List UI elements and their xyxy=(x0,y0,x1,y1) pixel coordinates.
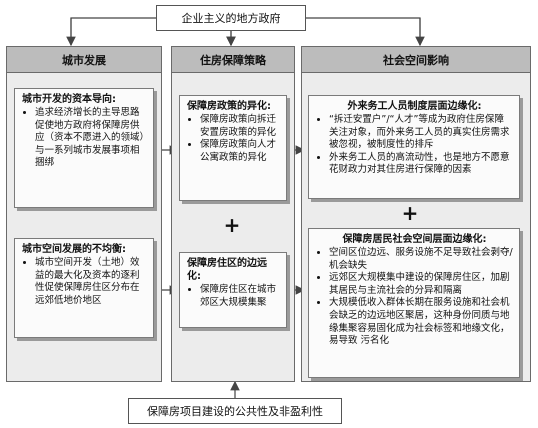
plus-sign-middle: + xyxy=(223,213,241,237)
left-box2-title: 城市空间发展的不均衡: xyxy=(22,244,126,255)
middle-box-policy-alienation: 保障房政策的异化: 保障房政策向拆迁安置房政策的异化 保障房政策向人才公寓政策的… xyxy=(179,95,287,201)
list-item: 保障房政策向拆迁安置房政策的异化 xyxy=(200,114,280,139)
bottom-box-label: 保障房项目建设的公共性及非盈利性 xyxy=(147,405,323,418)
right-box2-list: 空间区位边远、服务设施不足导致社会剥夺/机会缺失 远郊区大规模集中建设的保障房住… xyxy=(316,247,513,348)
right-box-institutional-marginalization: 外来务工人员制度层面边缘化: “拆迁安置户”/“人才”等成为政府住房保障关注对象… xyxy=(308,95,520,199)
right-box-socio-spatial-marginalization: 保障房居民社会空间层面边缘化: 空间区位边远、服务设施不足导致社会剥夺/机会缺失… xyxy=(308,228,520,378)
list-item: 大规模低收入群体长期在服务设施和社会机会缺乏的边远地区聚居，这种身份同质与地缘集… xyxy=(329,297,513,347)
middle-box2-title: 保障房住区的边远化: xyxy=(187,258,267,282)
list-item: 远郊区大规模集中建设的保障房住区，加剧其居民与主流社会的分异和隔离 xyxy=(329,272,513,297)
list-item: “拆迁安置户”/“人才”等成为政府住房保障关注对象，而外来务工人员的真实住房需求… xyxy=(329,114,513,152)
top-box-label: 企业主义的地方政府 xyxy=(181,12,281,25)
bottom-box-public-nonprofit: 保障房项目建设的公共性及非盈利性 xyxy=(128,398,342,424)
left-box1-title: 城市开发的资本导向: xyxy=(22,94,116,105)
middle-box1-title: 保障房政策的异化: xyxy=(187,101,271,112)
list-item: 外来务工人员的高流动性，也是地方不愿意花财政力对其住房进行保障的因素 xyxy=(329,152,513,177)
plus-sign-right: + xyxy=(401,201,419,225)
middle-box-remote-location: 保障房住区的边远化: 保障房住区在城市郊区大规模集聚 xyxy=(179,252,287,328)
left-box2-list: 城市空间开发（土地）效益的最大化及资本的逐利性促使保障房住区分布在远郊低地价地区 xyxy=(22,257,147,307)
top-box-local-government: 企业主义的地方政府 xyxy=(156,5,306,31)
list-item: 追求经济增长的主导思路促使地方政府将保障房供应（资本不愿进入的领域）与一系列城市… xyxy=(35,107,147,170)
column-header-housing-strategy: 住房保障策略 xyxy=(172,47,294,73)
left-box1-list: 追求经济增长的主导思路促使地方政府将保障房供应（资本不愿进入的领域）与一系列城市… xyxy=(22,107,147,170)
right-box1-title: 外来务工人员制度层面边缘化: xyxy=(347,101,482,112)
middle-box2-list: 保障房住区在城市郊区大规模集聚 xyxy=(187,284,280,309)
left-box-capital-orientation: 城市开发的资本导向: 追求经济增长的主导思路促使地方政府将保障房供应（资本不愿进… xyxy=(14,88,154,208)
right-box1-list: “拆迁安置户”/“人才”等成为政府住房保障关注对象，而外来务工人员的真实住房需求… xyxy=(316,114,513,177)
list-item: 城市空间开发（土地）效益的最大化及资本的逐利性促使保障房住区分布在远郊低地价地区 xyxy=(35,257,147,307)
column-header-urban-development: 城市发展 xyxy=(7,47,161,73)
list-item: 保障房政策向人才公寓政策的异化 xyxy=(200,139,280,164)
list-item: 空间区位边远、服务设施不足导致社会剥夺/机会缺失 xyxy=(329,247,513,272)
list-item: 保障房住区在城市郊区大规模集聚 xyxy=(200,284,280,309)
middle-box1-list: 保障房政策向拆迁安置房政策的异化 保障房政策向人才公寓政策的异化 xyxy=(187,114,280,164)
right-box2-title: 保障房居民社会空间层面边缘化: xyxy=(342,234,487,245)
left-box-uneven-development: 城市空间发展的不均衡: 城市空间开发（土地）效益的最大化及资本的逐利性促使保障房… xyxy=(14,238,154,338)
column-header-social-spatial-impact: 社会空间影响 xyxy=(302,47,530,73)
